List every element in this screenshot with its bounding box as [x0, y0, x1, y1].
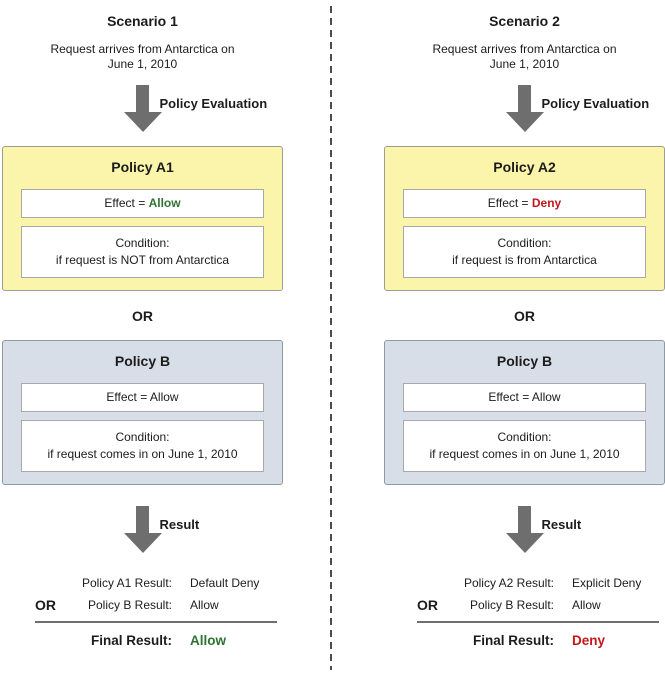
arrow-head: [505, 533, 544, 553]
arrow-head: [505, 112, 544, 132]
scenario-title: Scenario 1: [107, 13, 178, 29]
condition-line1: Condition:: [115, 430, 170, 444]
arrow-shaft: [136, 85, 149, 112]
arrow-head: [123, 533, 162, 553]
policy-b-title: Policy B: [114, 353, 171, 369]
effect-value: Deny: [531, 196, 562, 210]
condition-line1: Condition:: [497, 236, 552, 250]
effect-box: Effect = Allow: [21, 383, 264, 412]
policy-evaluation-arrow-block: Policy Evaluation: [384, 85, 665, 132]
policy-evaluation-arrow-block: Policy Evaluation: [2, 85, 283, 132]
result-row-value: Default Deny: [190, 576, 260, 590]
arrow-shaft: [518, 85, 531, 112]
condition-box: Condition: if request is NOT from Antarc…: [21, 226, 264, 278]
policy-evaluation-label: Policy Evaluation: [159, 96, 268, 111]
or-separator: OR: [132, 308, 153, 324]
policy-b-box: Policy B Effect = Allow Condition: if re…: [384, 340, 665, 485]
effect-box: Effect = Deny: [403, 189, 646, 218]
results-divider-line: [417, 621, 659, 623]
or-separator: OR: [514, 308, 535, 324]
condition-line2: if request comes in on June 1, 2010: [429, 447, 620, 461]
request-text-line1: Request arrives from Antarctica on: [432, 42, 617, 56]
result-label: Result: [159, 517, 200, 532]
or-prefix: [384, 572, 424, 594]
arrow-head: [123, 112, 162, 132]
or-prefix: OR: [35, 597, 56, 613]
request-text-line1: Request arrives from Antarctica on: [50, 42, 235, 56]
or-prefix-empty: [384, 632, 424, 650]
down-arrow-icon: [123, 85, 162, 132]
policy-b-title: Policy B: [496, 353, 553, 369]
request-text: Request arrives from Antarctica on June …: [384, 42, 665, 72]
effect-prefix: Effect =: [487, 196, 532, 210]
effect-box: Effect = Allow: [21, 189, 264, 218]
policy-evaluation-label: Policy Evaluation: [541, 96, 650, 111]
scenario-2-column: Scenario 2 Request arrives from Antarcti…: [384, 0, 665, 650]
request-text-line2: June 1, 2010: [489, 57, 560, 71]
result-row-value: Explicit Deny: [572, 576, 642, 590]
condition-line2: if request is NOT from Antarctica: [55, 253, 230, 267]
condition-line2: if request is from Antarctica: [452, 253, 597, 267]
results-divider-line: [35, 621, 277, 623]
down-arrow-icon: [123, 506, 162, 553]
result-arrow-block: Result: [384, 506, 665, 553]
policy-a-title: Policy A1: [111, 159, 174, 175]
result-row: Policy A1 Result: Default Deny: [2, 572, 283, 594]
policy-a-box: Policy A2 Effect = Deny Condition: if re…: [384, 146, 665, 291]
scenario-1-column: Scenario 1 Request arrives from Antarcti…: [2, 0, 283, 650]
result-row: OR Policy B Result: Allow: [384, 594, 665, 616]
condition-box: Condition: if request comes in on June 1…: [21, 420, 264, 472]
condition-line1: Condition:: [497, 430, 552, 444]
results-section: Policy A1 Result: Default Deny OR Policy…: [2, 572, 283, 650]
arrow-shaft: [518, 506, 531, 533]
down-arrow-icon: [505, 85, 544, 132]
or-prefix: [2, 572, 42, 594]
condition-box: Condition: if request comes in on June 1…: [403, 420, 646, 472]
request-text-line2: June 1, 2010: [107, 57, 178, 71]
result-arrow-block: Result: [2, 506, 283, 553]
final-result-value: Deny: [572, 633, 606, 648]
condition-line2: if request comes in on June 1, 2010: [47, 447, 238, 461]
result-row-label: Policy B Result:: [469, 598, 554, 612]
arrow-shaft: [136, 506, 149, 533]
result-row-value: Allow: [572, 598, 601, 612]
scenario-divider-dashed-line: [330, 6, 332, 670]
result-label: Result: [541, 517, 582, 532]
final-result-row: Final Result: Deny: [384, 632, 665, 650]
scenario-title: Scenario 2: [489, 13, 560, 29]
final-result-value: Allow: [190, 633, 226, 648]
policy-a-box: Policy A1 Effect = Allow Condition: if r…: [2, 146, 283, 291]
final-result-label: Final Result:: [90, 633, 172, 648]
results-section: Policy A2 Result: Explicit Deny OR Polic…: [384, 572, 665, 650]
effect-value: Allow: [148, 196, 181, 210]
final-result-label: Final Result:: [472, 633, 554, 648]
result-row-label: Policy B Result:: [87, 598, 172, 612]
or-prefix: OR: [417, 597, 438, 613]
final-result-row: Final Result: Allow: [2, 632, 283, 650]
result-row-label: Policy A1 Result:: [81, 576, 172, 590]
policy-b-box: Policy B Effect = Allow Condition: if re…: [2, 340, 283, 485]
down-arrow-icon: [505, 506, 544, 553]
effect-box: Effect = Allow: [403, 383, 646, 412]
request-text: Request arrives from Antarctica on June …: [2, 42, 283, 72]
effect-prefix: Effect =: [104, 196, 149, 210]
policy-a-title: Policy A2: [493, 159, 556, 175]
condition-line1: Condition:: [115, 236, 170, 250]
result-row-value: Allow: [190, 598, 219, 612]
result-row-label: Policy A2 Result:: [463, 576, 554, 590]
result-row: OR Policy B Result: Allow: [2, 594, 283, 616]
or-prefix-empty: [2, 632, 42, 650]
condition-box: Condition: if request is from Antarctica: [403, 226, 646, 278]
result-row: Policy A2 Result: Explicit Deny: [384, 572, 665, 594]
